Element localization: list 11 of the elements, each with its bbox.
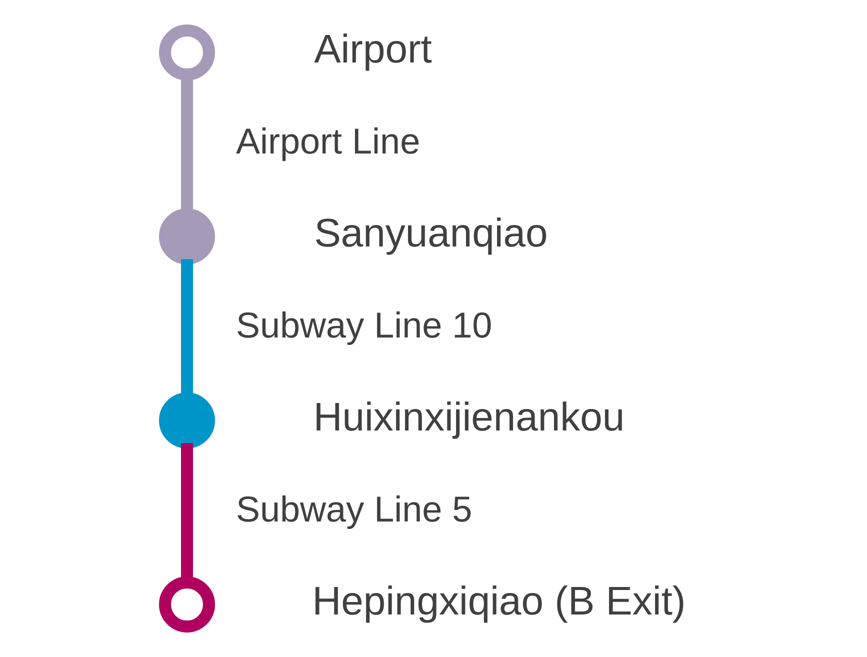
- node-circle: [159, 392, 215, 448]
- edge-label: Subway Line 5: [236, 488, 472, 530]
- node-label: Huixinxijienankou: [313, 396, 625, 440]
- node-circle: [159, 24, 215, 80]
- node-label: Sanyuanqiao: [314, 212, 548, 256]
- node-label: Airport: [314, 28, 432, 72]
- edge-label: Subway Line 10: [236, 304, 492, 346]
- node-circle: [159, 208, 215, 264]
- edge-label: Airport Line: [236, 120, 420, 162]
- node-label: Hepingxiqiao (B Exit): [312, 580, 686, 624]
- node-circle: [159, 576, 215, 632]
